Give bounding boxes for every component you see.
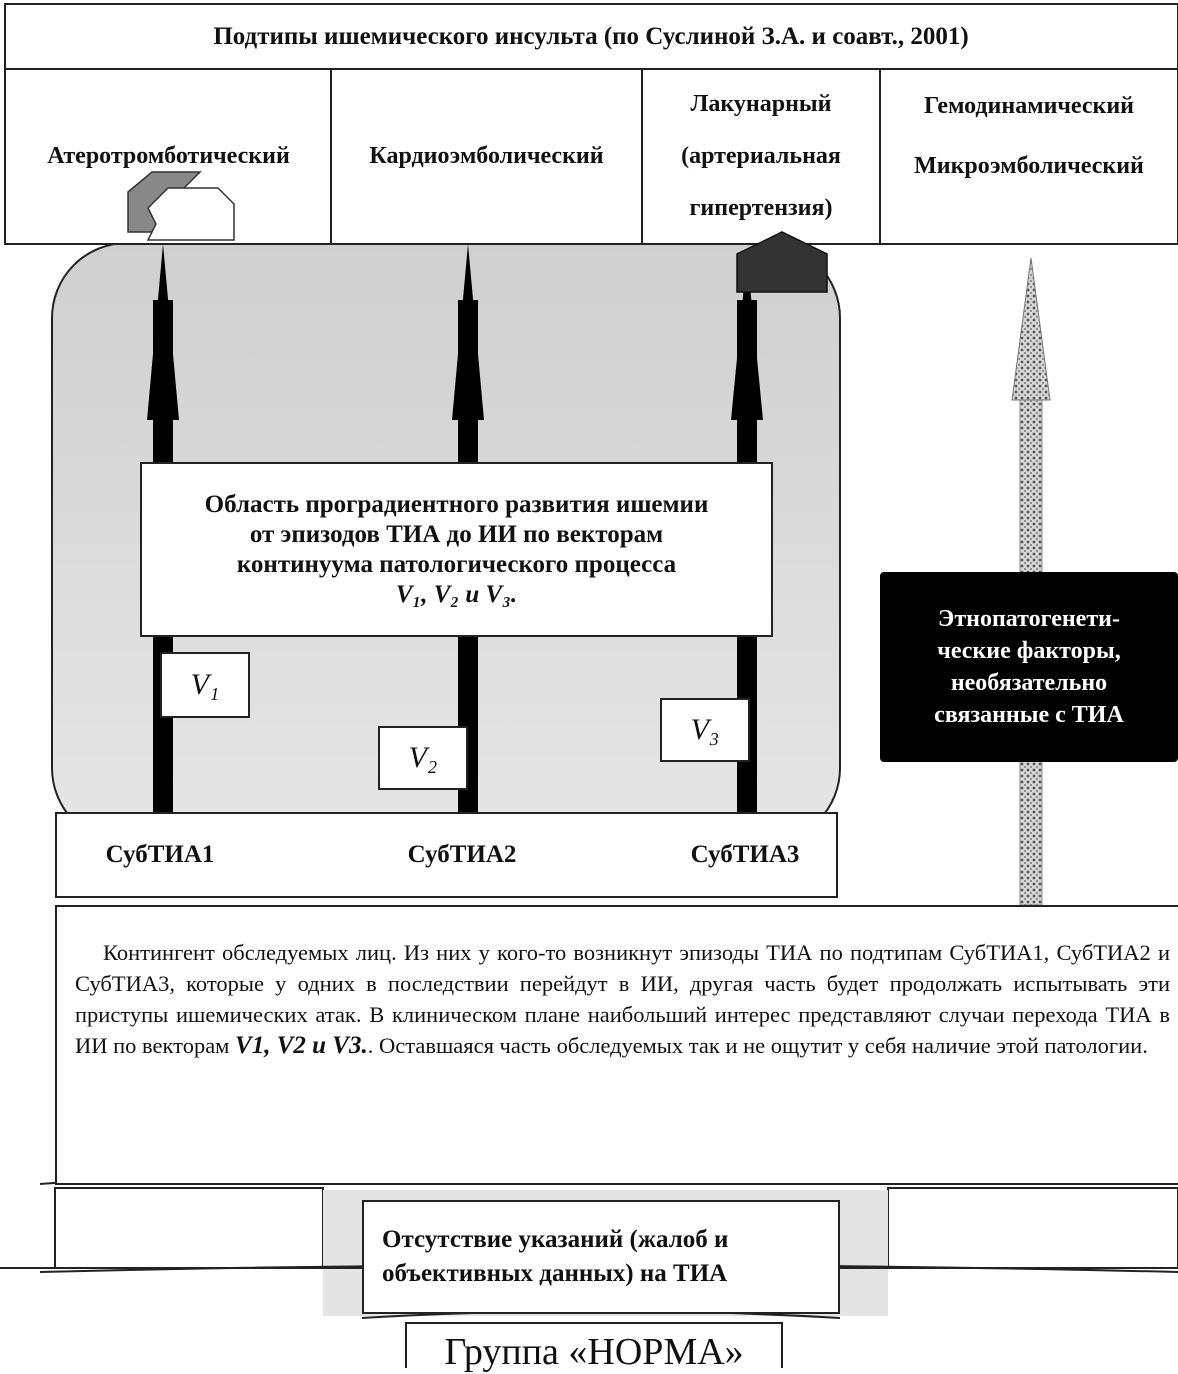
absence-line: объективных данных) на ТИА	[382, 1260, 728, 1287]
subtype-label-line: (артериальная	[681, 143, 841, 169]
subtype-label-line: Лакунарный	[690, 91, 832, 117]
progression-region-label: Область проградиентного развития ишемии …	[140, 462, 773, 637]
vector-label-v2: V₂	[378, 726, 468, 790]
cohort-vectors: V1, V2 и V3.	[235, 1032, 368, 1059]
ethno-line: ческие факторы,	[937, 638, 1121, 664]
region-vectors-line: V₁, V₂ и V₃.	[395, 580, 518, 608]
region-label-line: континуума патологического процесса	[236, 550, 677, 578]
subtype-label: Кардиоэмболический	[369, 143, 604, 169]
subtype-label-line: Микроэмболический	[914, 153, 1144, 179]
region-label-line: Область проградиентного развития ишемии	[204, 490, 709, 518]
subtia-2: СубТИА2	[407, 841, 517, 868]
ethno-factors-box: Этнопатогенети- ческие факторы, необязат…	[880, 572, 1178, 762]
pentagon-marker-icon	[736, 231, 828, 293]
subtype-label: Атеротромботический	[47, 143, 290, 169]
subtia-bar	[55, 812, 838, 898]
vector-label-v1: V₁	[160, 652, 250, 718]
cohort-text: Контингент обследуемых лиц. Из них у ког…	[75, 940, 1170, 1058]
cohort-text-end: . Оставшаяся часть обследуемых так и не …	[367, 1033, 1148, 1058]
folded-flag-icon	[127, 171, 235, 241]
region-label-line: от эпизодов ТИА до ИИ по векторам	[249, 520, 664, 548]
page-title: Подтипы ишемического инсульта (по Суслин…	[213, 23, 969, 50]
subtia-1: СубТИА1	[105, 841, 215, 868]
subtype-cardioembolic: Кардиоэмболический	[331, 68, 642, 244]
norm-group-label: Группа «НОРМА»	[405, 1322, 783, 1373]
ethno-line: связанные с ТИА	[934, 702, 1124, 728]
subtype-label-line: Гемодинамический	[923, 93, 1135, 119]
subtype-atherothrombotic: Атеротромботический	[6, 68, 331, 244]
subtype-label-line: гипертензия)	[689, 195, 833, 221]
vector-label-v3: V₃	[660, 698, 750, 762]
subtype-lacunar: Лакунарный (артериальная гипертензия)	[642, 68, 880, 244]
absence-line: Отсутствие указаний (жалоб и	[382, 1226, 729, 1253]
absence-of-tia-box: Отсутствие указаний (жалоб и объективных…	[362, 1200, 840, 1314]
ethno-line: Этнопатогенети-	[938, 606, 1120, 632]
cohort-description: Контингент обследуемых лиц. Из них у ког…	[55, 905, 1178, 1185]
subtype-hemodynamic: Гемодинамический Микроэмболический	[880, 48, 1178, 224]
ethno-line: необязательно	[950, 670, 1108, 696]
subtia-3: СубТИА3	[690, 841, 800, 868]
